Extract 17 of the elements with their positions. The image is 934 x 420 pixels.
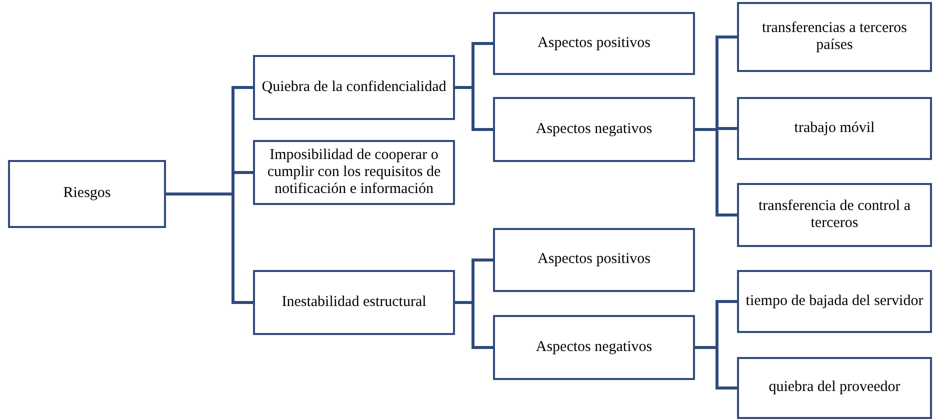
text-box: transferencia de control a terceros [737, 183, 932, 247]
text-box: Riesgos [8, 160, 166, 228]
connector-line [455, 301, 493, 349]
connector-line [455, 86, 493, 131]
text-box: quiebra del proveedor [737, 357, 932, 419]
text-box: trabajo móvil [737, 97, 932, 160]
text-box: transferencias a terceros países [737, 2, 932, 72]
text-box: Aspectos positivos [493, 12, 695, 75]
text-box: Imposibilidad de cooperar o cumplir con los requisitos de notificación e información [253, 140, 455, 205]
text-box: tiempo de bajada del servidor [737, 270, 932, 333]
text-box: Inestabilidad estructural [253, 270, 455, 335]
text-box: Aspectos negativos [493, 315, 695, 380]
text-box: Quiebra de la confidencialidad [253, 55, 455, 120]
connector-line [695, 128, 737, 216]
text-box: Aspectos negativos [493, 97, 695, 162]
connector-line [695, 346, 737, 390]
text-box: Aspectos positivos [493, 228, 695, 292]
